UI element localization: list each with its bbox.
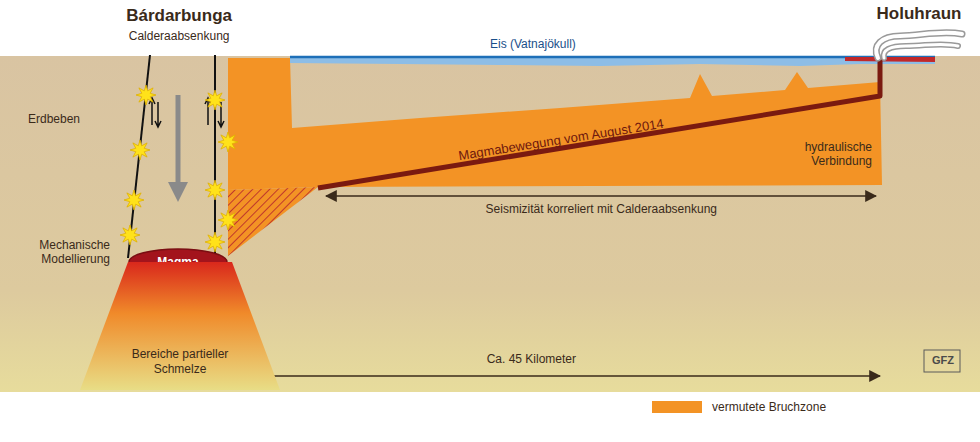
path-label: Magmabewegung vom August 2014: [456, 116, 666, 164]
logo-text: GFZ: [931, 354, 955, 367]
earthquake-star: [218, 210, 238, 230]
melt-cone: [80, 262, 280, 390]
earthquake-star: [205, 90, 225, 110]
earthquake-star: [136, 85, 156, 105]
slip-arrow: [149, 98, 155, 125]
partial-melt-zone: Bereiche partieller Schmelze: [80, 262, 280, 390]
fault-line: [128, 55, 150, 258]
plume: [884, 44, 958, 58]
fault-line: [214, 55, 216, 258]
zone-label: Bereiche partieller Schmelze: [118, 347, 242, 376]
volcano-name: Bárdarbunga: [125, 6, 233, 26]
dimension-label: Seismizität korreliert mit Calderaabsenk…: [484, 202, 718, 216]
legend-swatch: [652, 401, 702, 413]
earthquake-star: [205, 180, 225, 200]
annotation: Mechanische Modellierung: [10, 238, 110, 267]
subsidence-arrow: [176, 95, 181, 185]
plume: [884, 44, 958, 58]
lava-flow: [845, 57, 935, 62]
slip-arrow: [205, 98, 211, 125]
earthquake-star: [205, 232, 225, 252]
place-name: Holuhraun: [876, 4, 963, 24]
plume: [876, 33, 962, 58]
dimension-arrow: [326, 195, 876, 197]
ice-cap: [290, 57, 935, 66]
legend-text: vermutete Bruchzone: [712, 400, 826, 414]
ice-label: Eis (Vatnajökull): [490, 37, 576, 51]
annotation: Erdbeben: [28, 112, 80, 126]
plume: [876, 33, 962, 58]
annotation: hydraulische Verbindung: [772, 140, 872, 169]
process-label: Calderaabsenkung: [128, 29, 231, 43]
hatched-wedge: [228, 187, 318, 256]
ice-surface: [290, 56, 935, 59]
earthquake-star: [218, 132, 238, 152]
logo-frame: [924, 350, 960, 372]
subsidence-arrow: [168, 182, 188, 202]
dimension-label: Ca. 45 Kilometer: [485, 352, 577, 366]
earthquake-star: [130, 140, 150, 160]
legend-entry: vermutete Bruchzone: [652, 400, 826, 414]
earthquake-star: [124, 190, 144, 210]
slip-arrow: [155, 102, 161, 127]
earthquake-star: [120, 225, 140, 245]
dimension-arrow: [250, 375, 880, 377]
fault-zone: [228, 58, 882, 190]
dike-path: [318, 60, 880, 188]
earth-crust: [0, 56, 980, 392]
